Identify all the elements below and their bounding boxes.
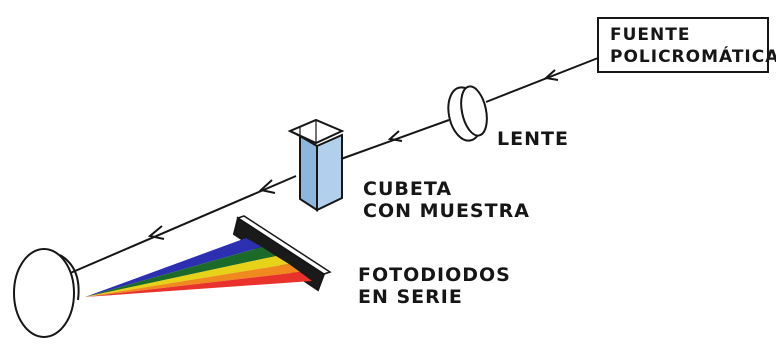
spectrum-band-orange	[85, 264, 300, 297]
arrowhead-icon	[258, 179, 276, 194]
spectrum-band-yellow	[85, 256, 289, 297]
spectrum-band-red	[85, 272, 312, 297]
arrowhead-icon	[543, 69, 559, 81]
source-box	[597, 17, 769, 73]
photodiodes-label-line2: EN SERIE	[358, 286, 463, 308]
arrowhead-icon	[147, 225, 165, 240]
source-label-line2: POLICROMÁTICA	[610, 47, 776, 67]
beam-cuvette-mirror	[67, 175, 297, 275]
arrowhead-icon	[387, 130, 403, 142]
grating-top-face	[236, 215, 332, 275]
cuvette-label-line1: CUBETA	[363, 178, 453, 200]
beam-source-lens	[485, 57, 599, 103]
lens-label: LENTE	[497, 128, 569, 150]
cuvette-icon	[287, 118, 345, 212]
spectrum-fan	[85, 238, 312, 297]
source-label: FUENTE POLICROMÁTICA	[610, 24, 776, 68]
spectrum-band-green	[85, 247, 276, 297]
ellipse-mirror-icon	[13, 248, 80, 338]
lens-icon	[447, 85, 488, 142]
cuvette-label-line2: CON MUESTRA	[363, 200, 530, 222]
photodiodes-label-line1: FOTODIODOS	[358, 264, 511, 286]
photodiodes-label: FOTODIODOS EN SERIE	[358, 264, 511, 308]
source-label-line1: FUENTE	[610, 25, 691, 45]
spectrum-band-blue	[85, 238, 262, 297]
lens-label-text: LENTE	[497, 128, 569, 150]
cuvette-label: CUBETA CON MUESTRA	[363, 178, 530, 222]
